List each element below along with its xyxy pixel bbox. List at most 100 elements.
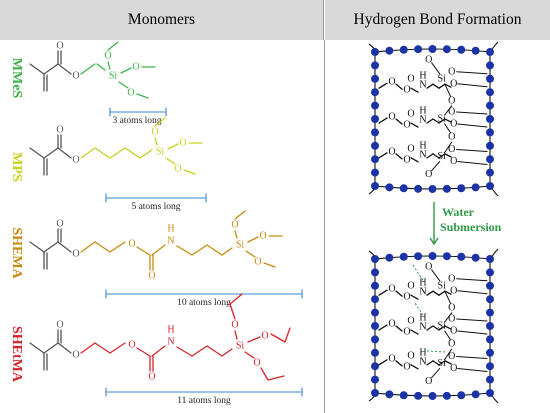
side-bond [432, 360, 440, 366]
side-bond [395, 290, 403, 297]
si-o-bond [456, 111, 488, 115]
polymer-bead [371, 168, 379, 177]
polymer-bead [371, 348, 379, 357]
nitrogen: N [419, 287, 426, 298]
nitrogen: N [167, 337, 174, 348]
carbonyl-oxygen: O [56, 219, 63, 230]
oxygen: O [254, 257, 261, 268]
polymer-bead [471, 390, 480, 399]
silicon-atom: Si [109, 71, 118, 82]
polymer-bead [486, 389, 494, 397]
side-bond [444, 360, 452, 365]
nitrogen: N [419, 356, 426, 367]
oxygen: O [448, 107, 455, 118]
si-o-bond [247, 336, 261, 343]
polymer-bead [486, 362, 494, 371]
polymer-bead [486, 375, 494, 384]
siloxane-bond [444, 330, 452, 341]
side-bond [378, 152, 388, 159]
chain-bond [151, 244, 166, 256]
nitrogen: N [419, 149, 426, 160]
polymer-bead [414, 252, 423, 261]
side-bond [410, 157, 419, 163]
siloxane-bond [431, 62, 441, 75]
oxygen: O [448, 132, 455, 143]
oxygen: O [388, 353, 395, 364]
side-bond [432, 325, 440, 331]
oxygen: O [388, 146, 395, 157]
polymer-bead [442, 391, 451, 400]
chain-bond [267, 375, 285, 381]
silicon-atom: Si [156, 147, 165, 158]
oxygen: O [403, 120, 410, 131]
oxygen: O [448, 66, 455, 77]
carbonyl-oxygen: O [407, 143, 414, 154]
siloxane-bond [444, 290, 452, 305]
length-label: 5 atoms long [131, 202, 180, 212]
polymer-bead [371, 115, 379, 123]
polymer-bead [371, 255, 379, 263]
side-bond [444, 325, 452, 330]
oxygen: O [104, 51, 111, 62]
silicon-atom: Si [438, 321, 447, 332]
si-o-bond [456, 71, 488, 75]
carbonyl-oxygen: O [407, 109, 414, 120]
si-o-bond [234, 330, 238, 340]
chain-bond [94, 342, 111, 354]
siloxane-bond [444, 348, 453, 361]
polymer-bead [371, 61, 379, 70]
oxygen: O [388, 77, 395, 88]
polymer-bead [486, 48, 494, 56]
si-o-bond [234, 230, 238, 239]
polymer-bead [486, 168, 494, 177]
process-label-water: Water [442, 205, 475, 219]
monomers-header: Monomers [0, 0, 324, 40]
side-bond [395, 118, 403, 125]
oxygen: O [253, 358, 260, 369]
methoxy-bond [107, 41, 119, 51]
si-o-bond [245, 250, 256, 258]
polymer-bead [471, 46, 480, 55]
chain-bond [80, 342, 96, 354]
oxygen: O [403, 154, 410, 165]
si-o-bond [118, 81, 129, 89]
nitrogen: N [419, 115, 426, 126]
oxygen: O [448, 144, 455, 155]
polymer-bead [399, 391, 408, 400]
methyl-bond [29, 241, 45, 253]
polymer-bead [457, 45, 466, 54]
siloxane-bond [444, 83, 452, 98]
oxygen: O [151, 127, 158, 138]
oxygen: O [128, 340, 135, 351]
length-label: 10 atoms long [177, 298, 231, 308]
silicon-atom: Si [236, 240, 245, 251]
si-o-bond [165, 157, 176, 165]
methyl-bond [29, 147, 45, 159]
side-bond [426, 290, 434, 296]
side-bond [438, 325, 446, 331]
chain-bond [96, 63, 106, 71]
side-bond [395, 83, 403, 90]
chain-bond [191, 244, 208, 256]
polymer-bead [371, 362, 379, 371]
silicon-atom: Si [438, 114, 447, 125]
methoxy-bond [234, 210, 246, 220]
silicon-atom: Si [438, 358, 447, 369]
side-bond [395, 153, 403, 160]
polymer-bead [399, 184, 408, 193]
polymer-bead [457, 391, 466, 400]
carbonyl-oxygen: O [56, 320, 63, 331]
polymer-bead [371, 295, 379, 304]
oxygen: O [231, 320, 238, 331]
si-o-bond [457, 290, 488, 295]
chain-bond [229, 303, 236, 320]
chain-bond [221, 348, 233, 357]
polymer-bead [486, 128, 494, 137]
polymer-bead [385, 46, 394, 55]
chain-bond [80, 241, 96, 253]
chain-bond [284, 327, 291, 343]
